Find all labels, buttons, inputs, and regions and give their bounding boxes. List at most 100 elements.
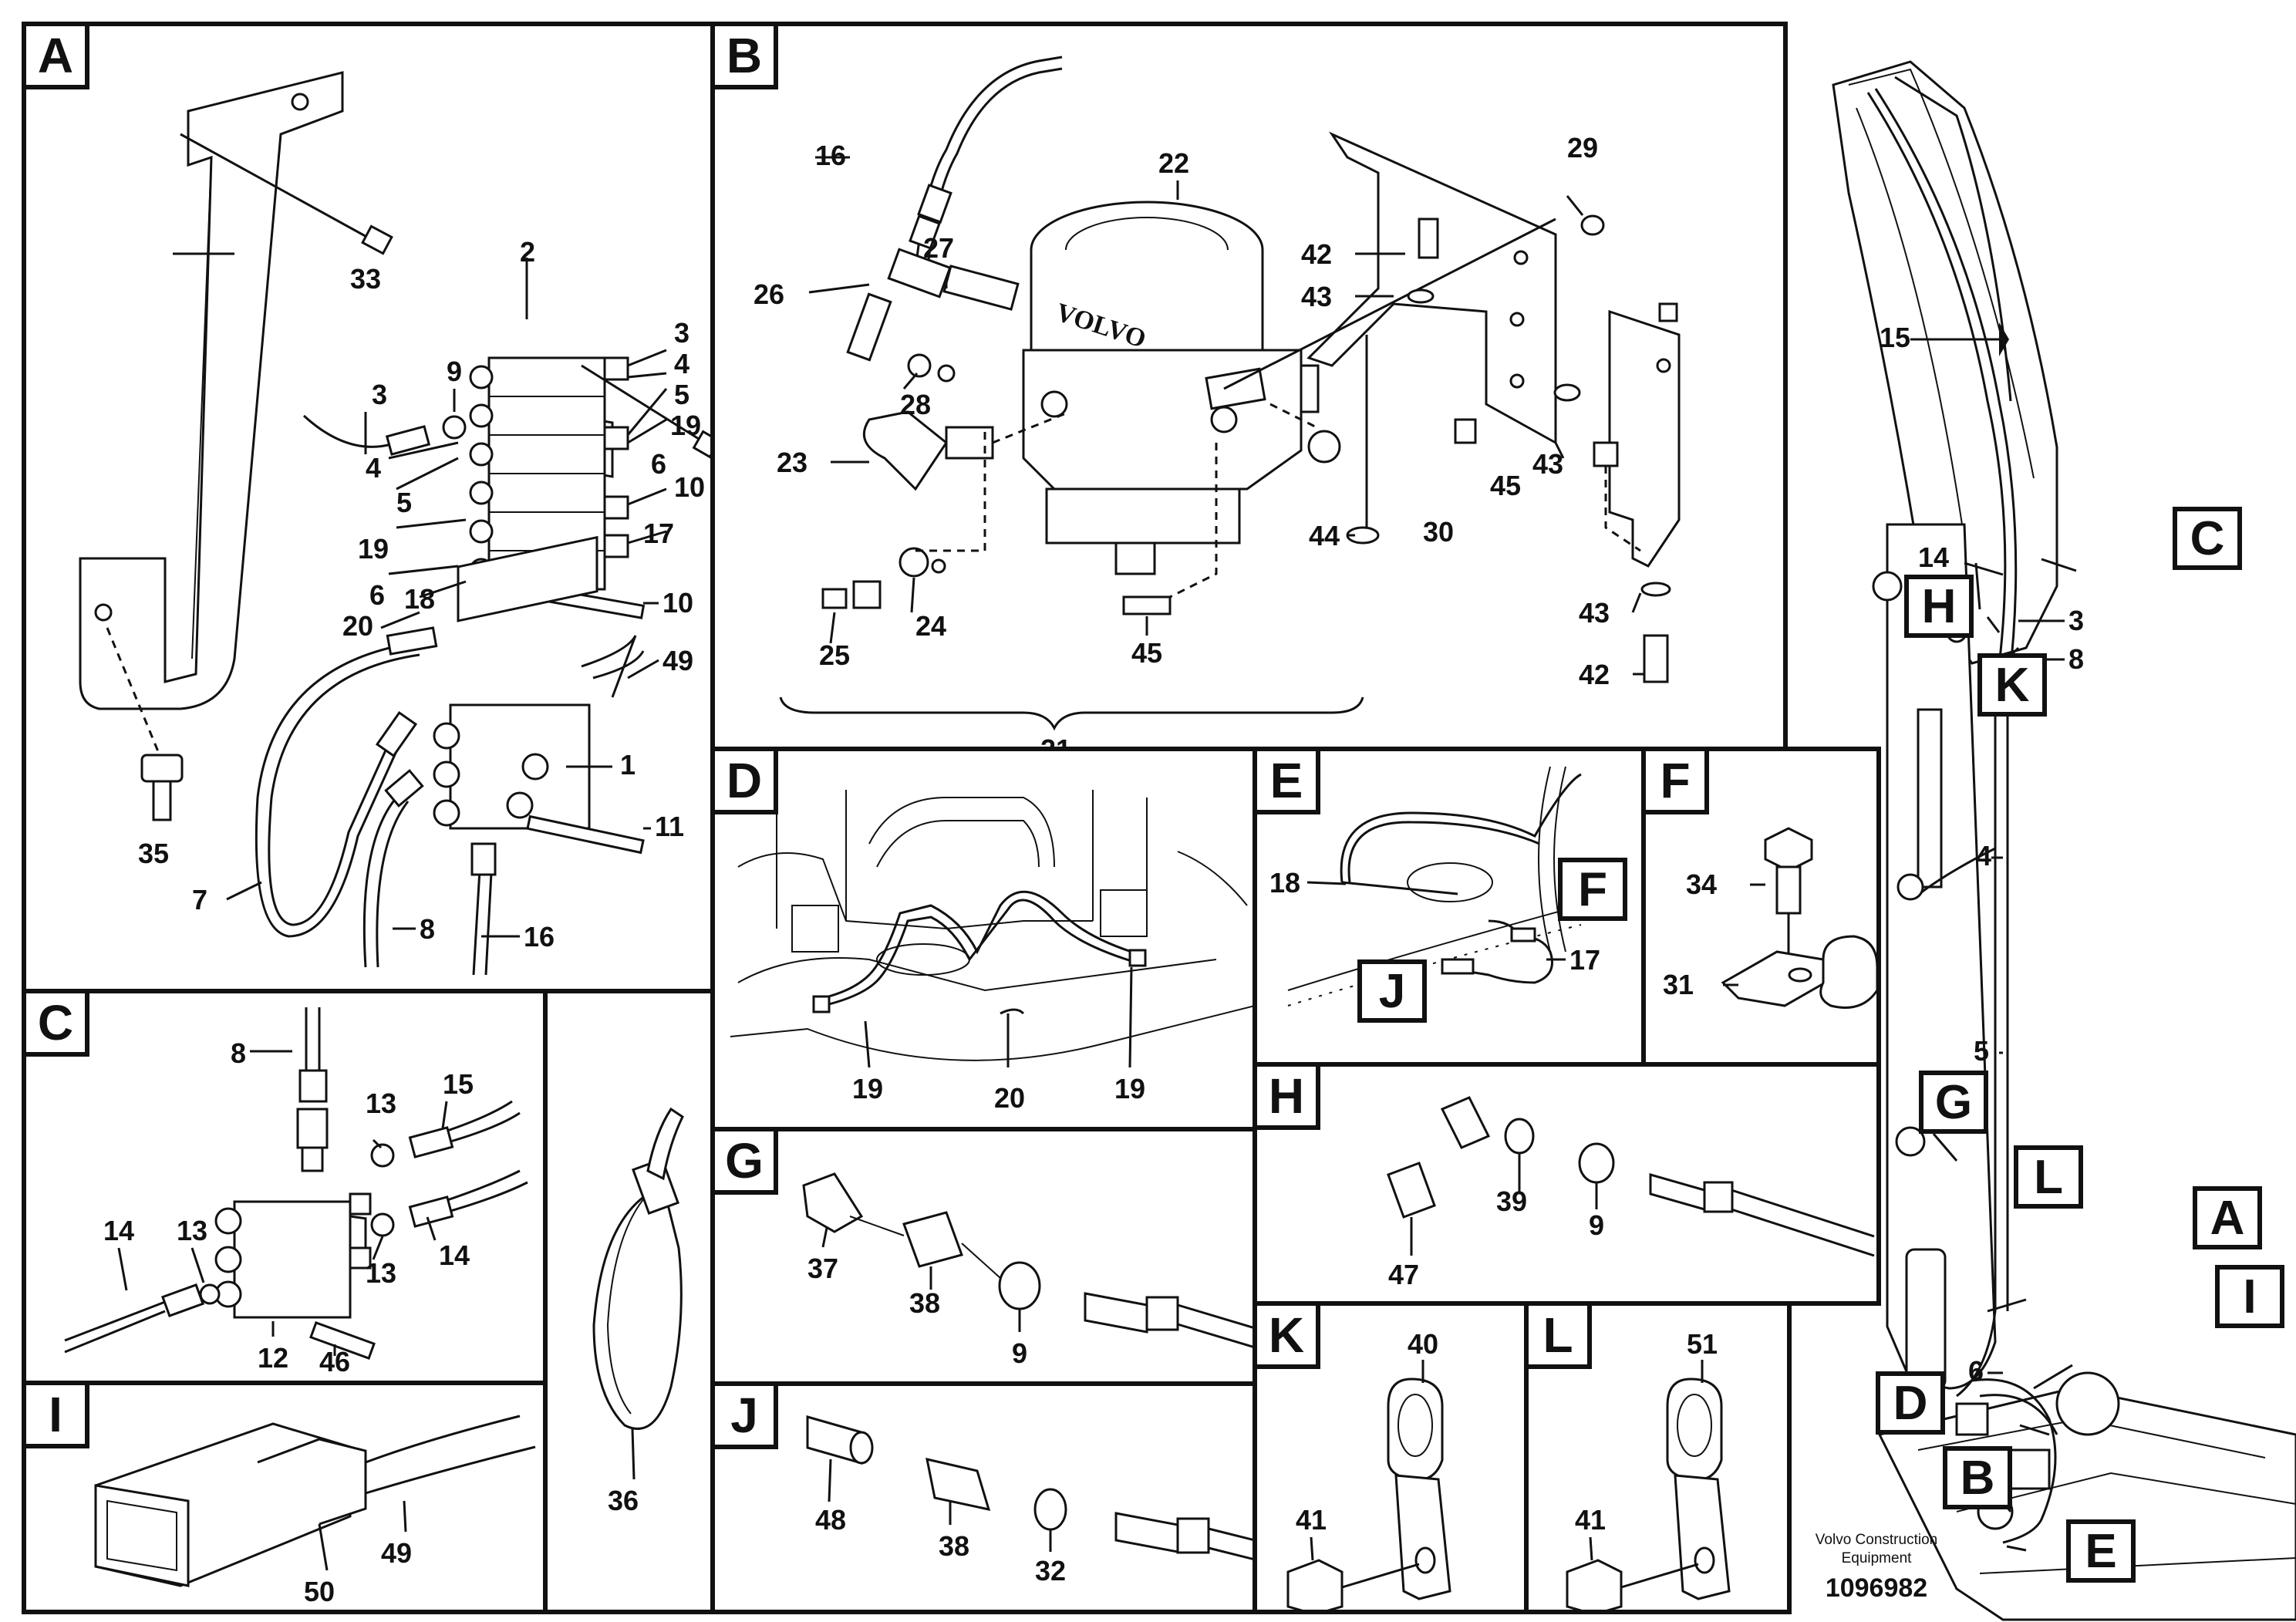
callout-41: 41 <box>1296 1504 1327 1536</box>
company-line-1: Volvo Construction <box>1815 1532 1938 1548</box>
panel-j-drawing: 48 38 32 <box>806 1415 1253 1587</box>
callout-30: 30 <box>1423 516 1454 548</box>
callout-27: 27 <box>923 232 954 264</box>
panel-k: K 40 41 <box>1253 1301 1529 1614</box>
callout-33: 33 <box>350 263 381 295</box>
callout-42b: 42 <box>1579 659 1610 690</box>
callout-9: 9 <box>1589 1209 1604 1241</box>
callout-43: 43 <box>1301 281 1332 312</box>
panel-e-tag: E <box>1257 751 1320 814</box>
callouts-a: 33 2 3 4 5 19 9 3 4 5 19 10 6 6 17 6 18 … <box>138 236 705 953</box>
panel-d: D 19 20 19 <box>710 747 1257 1131</box>
overview-tag-d: D <box>1876 1371 1945 1435</box>
panel-a-tag: A <box>26 26 89 89</box>
callout-37: 37 <box>807 1253 838 1284</box>
swing-frame <box>730 790 1253 1061</box>
e-inset-tag-f: F <box>1558 858 1627 921</box>
callout-43c: 43 <box>1579 597 1610 629</box>
callout-19: 19 <box>670 410 701 441</box>
panel-c-drawing: 8 15 13 13 14 14 13 12 46 <box>64 1007 528 1378</box>
callout-18: 18 <box>1269 867 1300 899</box>
callout-51: 51 <box>1687 1328 1718 1360</box>
callout-32: 32 <box>1035 1555 1066 1587</box>
callout-26: 26 <box>754 278 784 310</box>
company-line-2: Equipment <box>1841 1550 1912 1566</box>
overview-tag-i: I <box>2215 1265 2284 1328</box>
panel-e-drawing: 18 17 <box>1269 766 1600 1007</box>
callout-18: 18 <box>404 583 435 615</box>
elbow-37 <box>802 1172 864 1233</box>
callout-34: 34 <box>1686 868 1717 900</box>
callout-6a: 6 <box>651 448 666 480</box>
callout-39: 39 <box>1496 1185 1527 1217</box>
e-inset-tag-j: J <box>1357 959 1427 1023</box>
callout-5: 5 <box>1974 1035 1989 1067</box>
panel-b-tag: B <box>715 26 778 89</box>
callout-19b: 19 <box>358 533 389 565</box>
callouts-b: 16 22 29 27 26 42 43 28 23 45 43 30 44 2… <box>754 132 1610 751</box>
callout-48: 48 <box>815 1504 846 1536</box>
panel-d-drawing: 19 20 19 <box>730 790 1253 1114</box>
panel-h: H 39 9 47 <box>1253 1062 1881 1306</box>
callout-15: 15 <box>443 1068 474 1100</box>
panel-b: B VOLVO <box>710 22 1788 751</box>
callout-17: 17 <box>1569 944 1600 976</box>
bolt-35 <box>140 754 184 783</box>
callout-8: 8 <box>420 913 435 945</box>
callout-43b: 43 <box>1532 448 1563 480</box>
panel-i: I 49 50 <box>22 1381 548 1614</box>
overview-callouts: 15 14 3 8 4 5 6 <box>1880 322 2084 1387</box>
panel-c: C 8 15 13 <box>22 989 548 1385</box>
callout-40: 40 <box>1408 1328 1438 1360</box>
callout-4: 4 <box>1976 840 1991 872</box>
callout-29: 29 <box>1567 132 1598 164</box>
panel-i-tag: I <box>26 1385 89 1448</box>
callout-12: 12 <box>258 1342 288 1374</box>
callout-42: 42 <box>1301 238 1332 270</box>
elbow-39 <box>1440 1096 1491 1149</box>
callout-36: 36 <box>608 1485 639 1516</box>
cable-tie-drawing: 36 <box>592 1107 684 1516</box>
callout-3: 3 <box>674 317 689 349</box>
overview-tag-l: L <box>2014 1145 2083 1209</box>
callout-5b: 5 <box>396 487 412 518</box>
bolt-41 <box>1566 1559 1623 1610</box>
callout-38: 38 <box>939 1530 969 1562</box>
callout-19b: 19 <box>1114 1073 1145 1104</box>
callout-24: 24 <box>915 610 946 642</box>
callout-6: 6 <box>1968 1355 1984 1387</box>
callout-21: 21 <box>1040 733 1071 751</box>
callout-13: 13 <box>366 1088 396 1119</box>
company-name: Volvo Construction Equipment <box>1799 1531 1954 1568</box>
overview-tag-a: A <box>2193 1186 2262 1249</box>
callout-3: 3 <box>2068 605 2084 636</box>
callout-49: 49 <box>381 1537 412 1569</box>
panel-d-tag: D <box>715 751 778 814</box>
panel-l-drawing: 51 41 <box>1566 1328 1731 1610</box>
callout-10b: 10 <box>663 587 693 619</box>
callout-5: 5 <box>674 379 689 410</box>
overview-tag-c: C <box>2173 507 2242 570</box>
callout-4b: 4 <box>366 452 381 484</box>
callout-50: 50 <box>304 1576 335 1607</box>
callout-7: 7 <box>192 884 207 916</box>
panel-f-tag: F <box>1646 751 1709 814</box>
callout-9: 9 <box>447 356 462 387</box>
distributor-block-12 <box>214 1192 372 1319</box>
callout-22: 22 <box>1158 147 1189 179</box>
panel-cable-tie: 36 <box>543 989 715 1614</box>
callout-25: 25 <box>819 639 850 671</box>
callout-1: 1 <box>620 749 636 781</box>
callout-20: 20 <box>342 610 373 642</box>
panel-a: A <box>22 22 715 993</box>
overview-tag-h: H <box>1904 575 1974 638</box>
callout-17: 17 <box>643 518 674 549</box>
panel-k-tag: K <box>1257 1306 1320 1369</box>
panel-b-drawing: VOLVO <box>754 56 1681 751</box>
callout-23: 23 <box>777 447 807 478</box>
bolt-41 <box>1286 1559 1344 1610</box>
panel-j-tag: J <box>715 1386 778 1449</box>
lube-pump-22: VOLVO <box>1022 201 1303 575</box>
callout-15: 15 <box>1880 322 1910 353</box>
panel-k-drawing: 40 41 <box>1286 1328 1451 1610</box>
